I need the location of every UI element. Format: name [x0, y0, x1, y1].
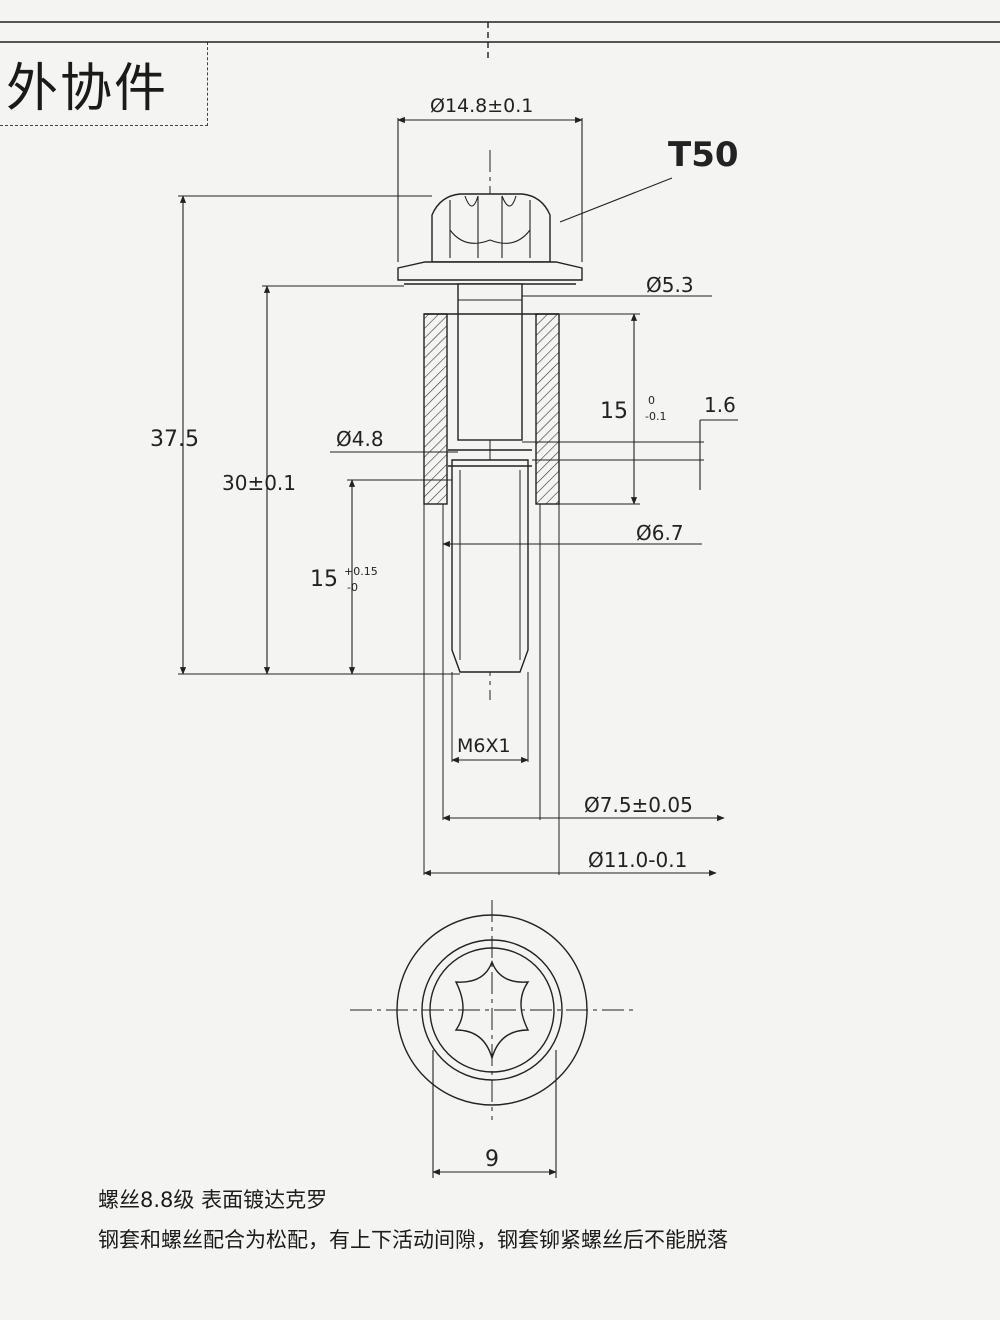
- note-line-1: 螺丝8.8级 表面镀达克罗: [98, 1188, 328, 1212]
- bottom-inner-circle: [429, 947, 555, 1073]
- screw-head: [431, 193, 551, 263]
- dim-thread-tol-upper: +0.15: [344, 565, 378, 578]
- dim-sleeve-inner-diameter: Ø7.5±0.05: [584, 793, 693, 817]
- bottom-ring-circle: [421, 939, 563, 1081]
- dim-bottom-width: 9: [485, 1147, 499, 1172]
- bottom-outer-circle: [396, 914, 588, 1106]
- dim-neck-diameter: Ø4.8: [336, 427, 384, 451]
- head-flange: [397, 261, 583, 281]
- callout-t50: T50: [668, 135, 739, 175]
- dim-screw-length: 30±0.1: [222, 471, 296, 495]
- thread-body: [451, 459, 529, 673]
- dim-thread-tol-lower: -0: [347, 581, 358, 594]
- head-lobes: [449, 195, 531, 258]
- sleeve-wall-left: [423, 313, 448, 505]
- screw-shank: [457, 283, 523, 441]
- drawing-title: 外协件: [6, 59, 169, 119]
- dim-sleeve-upper-tol-upper: 0: [648, 394, 655, 407]
- dim-head-diameter: Ø14.8±0.1: [430, 95, 533, 117]
- dim-thread-spec: M6X1: [457, 735, 511, 757]
- title-frame: [0, 42, 208, 126]
- dim-shank-diameter: Ø5.3: [646, 273, 694, 297]
- dim-sleeve-outer-diameter: Ø11.0-0.1: [588, 848, 687, 872]
- dim-sleeve-upper-length: 15: [600, 399, 628, 424]
- torx-socket: [454, 959, 530, 1061]
- dim-gap: 1.6: [704, 393, 736, 417]
- dim-sleeve-upper-tol-lower: -0.1: [645, 410, 666, 423]
- t50-leader: [559, 177, 673, 223]
- dim-total-length: 37.5: [150, 427, 199, 452]
- dim-bore-diameter: Ø6.7: [636, 521, 684, 545]
- note-line-2: 钢套和螺丝配合为松配，有上下活动间隙，钢套铆紧螺丝后不能脱落: [98, 1228, 728, 1252]
- dim-thread-length: 15: [310, 567, 338, 592]
- sleeve-wall-right: [535, 313, 560, 505]
